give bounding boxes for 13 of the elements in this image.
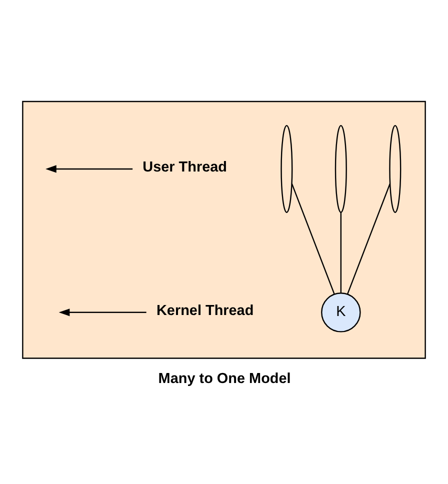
connector: [291, 182, 335, 294]
arrow: [58, 308, 146, 316]
node-text: Kernel Thread: [156, 302, 254, 318]
connector: [346, 182, 391, 294]
arrow: [46, 164, 133, 172]
node-circle: K: [321, 292, 361, 332]
cluster: [22, 100, 426, 358]
connector: [340, 212, 342, 292]
node-squiggle: [334, 124, 347, 212]
node-squiggle: [280, 124, 293, 212]
caption: Many to One Model: [158, 370, 291, 387]
node-text: User Thread: [142, 159, 227, 175]
node-squiggle: [389, 124, 402, 212]
